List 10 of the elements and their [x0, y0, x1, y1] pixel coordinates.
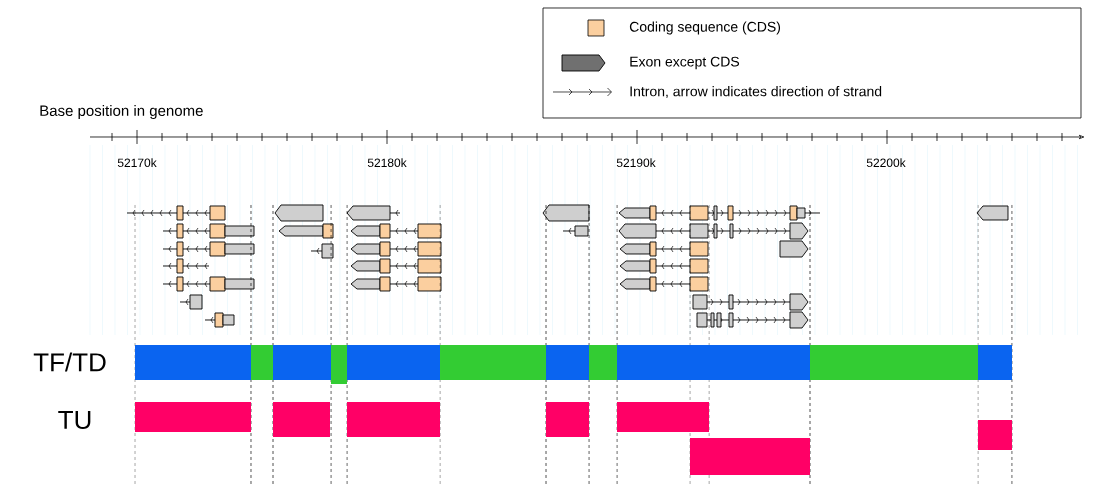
- tick-label: 52200k: [866, 158, 906, 167]
- legend-text: Coding sequence (CDS): [629, 21, 781, 35]
- tick-label: 52190k: [616, 158, 656, 167]
- axis-title: Base position in genome: [40, 105, 203, 119]
- track-label: TF/TD: [33, 352, 106, 372]
- legend-text: Intron, arrow indicates direction of strand: [630, 86, 882, 98]
- tick-label: 52170k: [117, 158, 157, 167]
- track-label: TU: [58, 410, 91, 430]
- tick-label: 52180k: [367, 158, 407, 167]
- legend-text: Exon except CDS: [630, 56, 740, 70]
